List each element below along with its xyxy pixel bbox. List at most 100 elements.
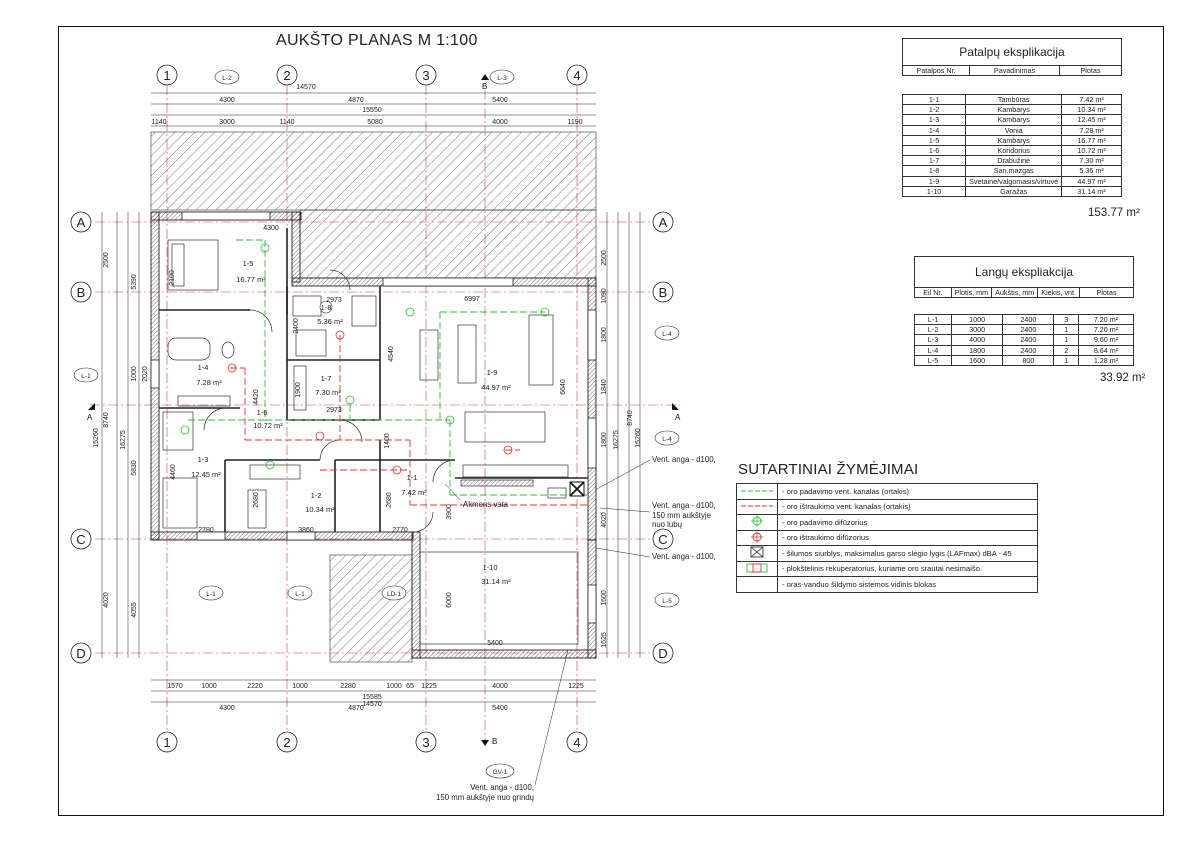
- axis-bubble-3-top: 3: [415, 64, 437, 86]
- svg-text:5390: 5390: [131, 274, 138, 290]
- svg-text:2: 2: [283, 735, 290, 750]
- diffusers: [180, 243, 550, 475]
- window-tag-l1-bottom-a: L-1: [198, 585, 224, 601]
- svg-text:3900: 3900: [446, 504, 453, 520]
- axis-bubble-b-left: B: [70, 281, 92, 303]
- axis-bubble-c-left: C: [70, 528, 92, 550]
- svg-text:1-2: 1-2: [311, 491, 322, 500]
- axis-bubble-2-bottom: 2: [276, 731, 298, 753]
- leader-lines: [444, 459, 651, 786]
- dim-top2-1: 1140: [151, 119, 166, 126]
- room-1-3: 1-312.45 m²: [191, 455, 221, 479]
- dim-int-2770: 2770: [392, 527, 408, 534]
- svg-text:16275: 16275: [613, 430, 620, 450]
- dim-bot-7: 65: [406, 683, 414, 690]
- axis-bubble-a-right: A: [652, 211, 674, 233]
- svg-text:A: A: [87, 413, 93, 422]
- rooms-header-nr: Patalpos Nr.: [902, 64, 970, 77]
- window-tag-l4-upper: L-4: [654, 325, 680, 341]
- axis-bubble-d-right: D: [652, 642, 674, 664]
- svg-text:2100: 2100: [169, 270, 176, 286]
- dim-int-2973b: 2973: [326, 407, 342, 414]
- page-title: AUKŠTO PLANAS M 1:100: [276, 32, 478, 49]
- svg-text:7.28 m²: 7.28 m²: [196, 378, 222, 387]
- dim-int-2780: 2780: [198, 527, 214, 534]
- section-marks: B B A A: [87, 74, 681, 746]
- svg-text:L-2: L-2: [222, 75, 232, 82]
- svg-text:L-1: L-1: [295, 591, 305, 598]
- legend-item: - oro ištraukimo difūzorius: [736, 529, 1038, 546]
- svg-text:1600: 1600: [601, 590, 608, 606]
- svg-text:1-1: 1-1: [407, 473, 418, 482]
- axis-bubble-c-right: C: [652, 528, 674, 550]
- axis-bubble-1-top: 1: [156, 64, 178, 86]
- room-1-6: 1-610.72 m²: [253, 408, 283, 430]
- svg-text:A: A: [77, 215, 86, 230]
- svg-text:D: D: [658, 646, 667, 661]
- svg-text:1625: 1625: [601, 632, 608, 648]
- svg-text:4420: 4420: [253, 389, 260, 405]
- dim-bot-4: 1000: [292, 683, 308, 690]
- dim-int-2973a: 2973: [326, 297, 342, 304]
- windows-table: Langų ekspliakcija Eil Nr. Plotis, mm Au…: [914, 256, 1134, 299]
- dim-bot2-3: 5400: [492, 705, 508, 712]
- rooms-header-area: Plotas: [1059, 64, 1122, 77]
- windows-table-caption: Langų ekspliakcija: [914, 256, 1134, 288]
- dim-top2-3: 1140: [279, 119, 294, 126]
- svg-text:L-5: L-5: [662, 598, 672, 605]
- room-1-5: 1-516.77 m²: [236, 259, 266, 284]
- svg-text:7.42 m²: 7.42 m²: [401, 488, 427, 497]
- legend-item: - oras-vanduo šildymo sistemos vidinis b…: [736, 576, 1038, 593]
- svg-text:2400: 2400: [293, 318, 300, 334]
- dim-int-4300: 4300: [263, 225, 279, 232]
- svg-text:1-9: 1-9: [487, 368, 498, 377]
- indoor-unit-icon: [736, 576, 778, 593]
- svg-text:A: A: [675, 413, 681, 422]
- terrace-bottom: [329, 554, 413, 663]
- svg-text:5.36 m²: 5.36 m²: [317, 317, 343, 326]
- svg-text:15260: 15260: [635, 428, 642, 448]
- rooms-table-caption: Patalpų eksplikacija: [902, 38, 1122, 66]
- svg-text:4540: 4540: [388, 346, 395, 362]
- svg-text:7.30 m²: 7.30 m²: [315, 388, 341, 397]
- supply-diffuser-icon: [736, 514, 778, 531]
- svg-text:44.97 m²: 44.97 m²: [481, 383, 511, 392]
- window-tag-l5: L-5: [654, 592, 680, 608]
- legend-item: - oro ištraukimo vent. kanalas (ortakis): [736, 498, 1038, 515]
- window-tag-l1-bottom-b: L-1: [287, 585, 313, 601]
- svg-text:1800: 1800: [601, 327, 608, 343]
- svg-text:LD-1: LD-1: [387, 591, 401, 598]
- svg-text:1800: 1800: [601, 432, 608, 448]
- axis-bubble-4-top: 4: [566, 64, 588, 86]
- rooms-header-name: Pavadinimas: [969, 64, 1060, 77]
- svg-text:3: 3: [422, 68, 429, 83]
- dim-bot2-1: 4300: [219, 705, 235, 712]
- svg-text:31.14 m²: 31.14 m²: [481, 577, 511, 586]
- svg-text:L-4: L-4: [662, 436, 672, 443]
- svg-text:2680: 2680: [386, 492, 393, 508]
- svg-text:15260: 15260: [93, 428, 100, 448]
- window-tag-l2: L-2: [214, 69, 240, 85]
- axis-bubble-1-bottom: 1: [156, 731, 178, 753]
- dim-bot-8: 1225: [421, 683, 437, 690]
- dimension-lines: [101, 92, 641, 703]
- axis-bubble-b-right: B: [652, 281, 674, 303]
- dim-bot-6: 1000: [386, 683, 402, 690]
- interior-walls: [159, 228, 588, 532]
- svg-text:6640: 6640: [560, 379, 567, 395]
- svg-text:C: C: [76, 532, 85, 547]
- axis-bubble-3-bottom: 3: [415, 731, 437, 753]
- dim-bot-5: 2280: [340, 683, 356, 690]
- window-tag-ld1: LD-1: [381, 585, 407, 601]
- exhaust-ducts: [230, 335, 588, 506]
- svg-text:4020: 4020: [103, 592, 110, 608]
- svg-text:8740: 8740: [103, 412, 110, 428]
